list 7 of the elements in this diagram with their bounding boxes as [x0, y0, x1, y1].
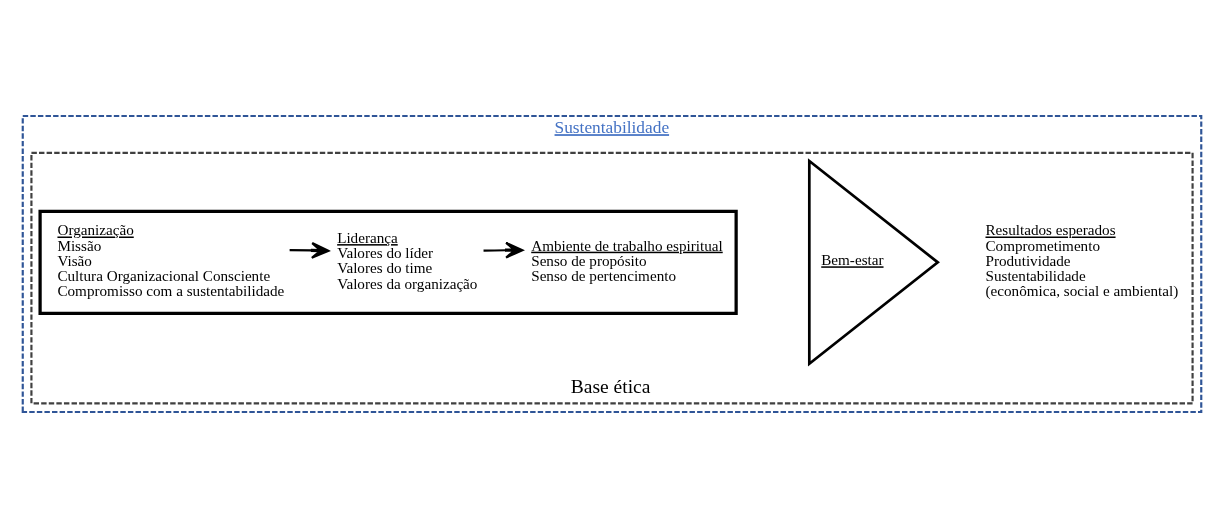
node-text: Organização Missão Visão Cultura Organizacional Consciente Compromisso com a sustentabilidade: [57, 221, 285, 300]
node-text: Ambiente de trabalho espiritual Senso de propósito Senso de pertencimento: [531, 236, 723, 285]
cluster: [38, 209, 738, 315]
node-text: Resultados esperados Comprometimento Produtividade Sustentabilidade (econômica, social e ambiental): [985, 221, 1179, 300]
arrow: [289, 242, 330, 259]
node-text: Liderança Valores do líder Valores do time Valores da organização: [337, 229, 478, 292]
arrow: [483, 241, 524, 259]
